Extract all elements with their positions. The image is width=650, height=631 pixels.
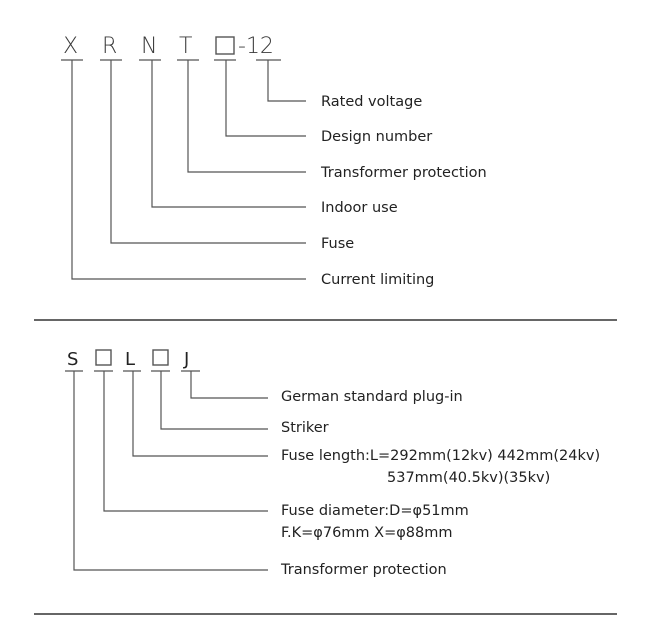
connector-current-limiting — [71, 60, 306, 280]
connector-transformer-protection — [187, 60, 306, 173]
label-design-number: Design number — [321, 129, 432, 145]
code-letter-l: L — [125, 349, 135, 370]
connector-plug-in — [190, 371, 268, 399]
label-striker: Striker — [281, 420, 329, 436]
label-rated-voltage: Rated voltage — [321, 94, 422, 110]
connector-fuse — [110, 60, 306, 244]
label-fuse: Fuse — [321, 236, 354, 252]
code-voltage-12: -12 — [238, 34, 274, 59]
connector-striker — [160, 371, 268, 430]
code-letter-s: S — [67, 349, 78, 370]
code-letter-r: R — [102, 34, 117, 59]
connector-rated-voltage — [267, 60, 306, 102]
code-letter-t: T — [179, 34, 192, 59]
label-fuse-length-2: 537mm(40.5kv)(35kv) — [387, 470, 550, 486]
code-letter-j: J — [183, 349, 189, 370]
code-letter-x: X — [63, 34, 78, 59]
connector-transformer-protection-bottom — [73, 371, 268, 571]
label-current-limiting: Current limiting — [321, 272, 434, 288]
label-fuse-diameter-1: Fuse diameter:D=φ51mm — [281, 503, 469, 519]
design-number-box — [215, 36, 235, 55]
connector-design-number — [225, 60, 306, 137]
label-transformer-protection-bottom: Transformer protection — [280, 562, 447, 578]
diameter-box — [95, 349, 112, 366]
striker-box — [152, 349, 169, 366]
label-plug-in: German standard plug-in — [281, 389, 463, 405]
connector-fuse-diameter — [103, 371, 268, 512]
label-fuse-diameter-2: F.K=φ76mm X=φ88mm — [281, 525, 453, 541]
code-letter-n: N — [141, 34, 157, 59]
connector-fuse-length — [132, 371, 268, 457]
connector-indoor-use — [151, 60, 306, 208]
label-transformer-protection: Transformer protection — [320, 165, 487, 181]
label-indoor-use: Indoor use — [321, 200, 398, 216]
label-fuse-length-1: Fuse length:L=292mm(12kv) 442mm(24kv) — [281, 448, 600, 464]
